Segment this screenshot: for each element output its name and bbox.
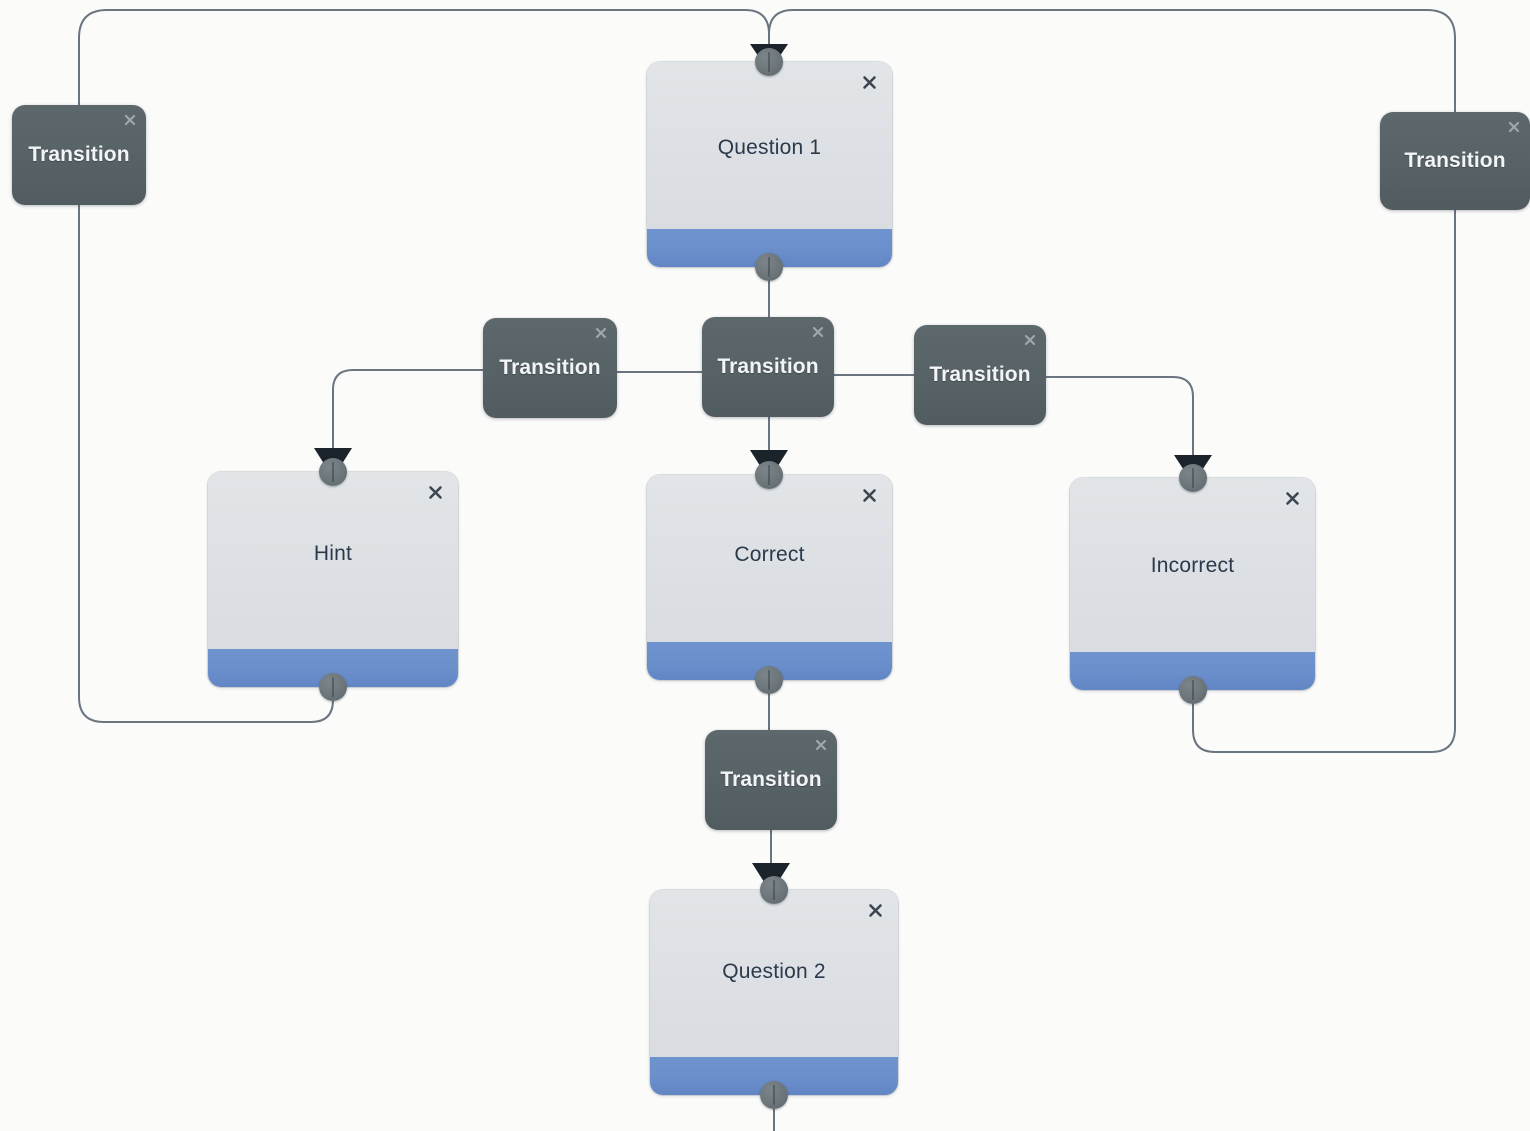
close-icon[interactable] [861, 487, 878, 504]
close-icon[interactable] [1023, 333, 1037, 347]
node-title: Correct [734, 543, 805, 566]
close-icon[interactable] [811, 325, 825, 339]
port-stub [768, 52, 770, 72]
input-port[interactable] [755, 461, 783, 489]
port-stub [1192, 468, 1194, 488]
card-body [647, 475, 892, 642]
close-icon[interactable] [814, 738, 828, 752]
port-stub [768, 670, 770, 690]
card-body [650, 890, 898, 1057]
output-port[interactable] [319, 673, 347, 701]
input-port[interactable] [319, 458, 347, 486]
node-title: Question 1 [717, 136, 822, 159]
card-body [208, 472, 458, 649]
node-transition-to-question-2[interactable]: Transition [705, 730, 837, 830]
close-icon[interactable] [1284, 490, 1301, 507]
close-icon[interactable] [861, 74, 878, 91]
node-incorrect[interactable]: Incorrect [1070, 464, 1315, 704]
transition-label: Transition [720, 768, 822, 791]
input-port[interactable] [755, 48, 783, 76]
node-transition-left-loop[interactable]: Transition [12, 105, 146, 205]
node-transition-to-incorrect[interactable]: Transition [914, 325, 1046, 425]
card-body [1070, 478, 1315, 652]
transition-label: Transition [499, 356, 601, 379]
node-transition-to-hint[interactable]: Transition [483, 318, 617, 418]
node-question-2[interactable]: Question 2 [650, 876, 898, 1109]
port-stub [768, 465, 770, 485]
close-icon[interactable] [123, 113, 137, 127]
port-stub [768, 257, 770, 277]
transition-label: Transition [717, 355, 819, 378]
transition-label: Transition [1404, 149, 1506, 172]
node-correct[interactable]: Correct [647, 461, 892, 694]
transition-label: Transition [929, 363, 1031, 386]
close-icon[interactable] [594, 326, 608, 340]
input-port[interactable] [1179, 464, 1207, 492]
port-stub [332, 462, 334, 482]
output-port[interactable] [755, 253, 783, 281]
close-icon[interactable] [867, 902, 884, 919]
node-question-1[interactable]: Question 1 [647, 48, 892, 281]
node-title: Question 2 [722, 960, 826, 983]
port-stub [332, 677, 334, 697]
port-stub [773, 880, 775, 900]
card-body [647, 62, 892, 229]
output-port[interactable] [1179, 676, 1207, 704]
transition-label: Transition [28, 143, 130, 166]
port-stub [1192, 680, 1194, 700]
output-port[interactable] [760, 1081, 788, 1109]
edge-transition-to-incorrect [1045, 376, 1194, 459]
input-port[interactable] [760, 876, 788, 904]
node-hint[interactable]: Hint [208, 458, 458, 701]
output-port[interactable] [755, 666, 783, 694]
node-title: Incorrect [1150, 554, 1235, 577]
port-stub [773, 1085, 775, 1105]
node-title: Hint [313, 542, 353, 565]
edge-transition-to-hint [332, 369, 484, 453]
node-transition-to-correct[interactable]: Transition [702, 317, 834, 417]
node-transition-right-loop[interactable]: Transition [1380, 112, 1530, 210]
close-icon[interactable] [1507, 120, 1521, 134]
close-icon[interactable] [427, 484, 444, 501]
